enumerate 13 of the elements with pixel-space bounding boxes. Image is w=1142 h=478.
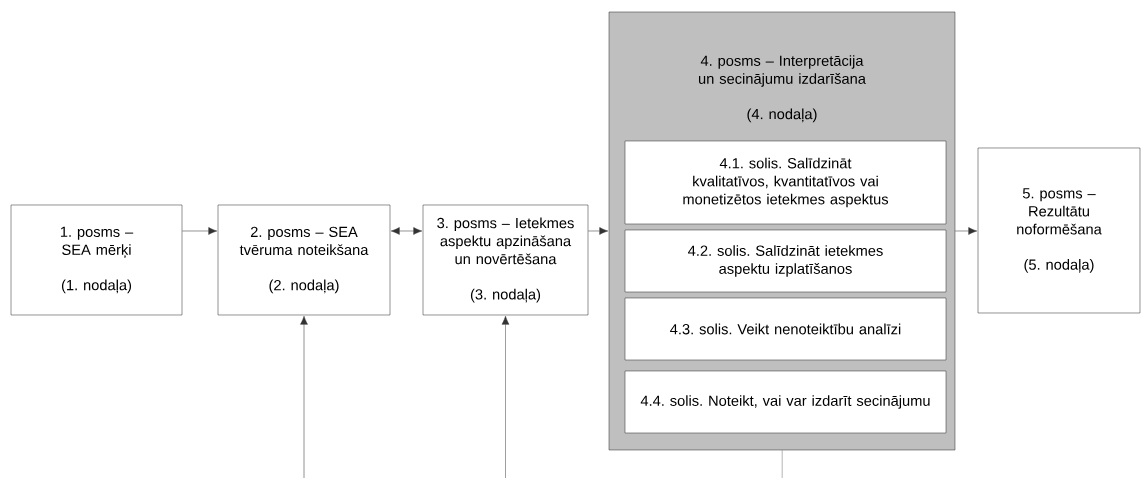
arrow — [955, 227, 978, 235]
arrow — [300, 315, 308, 478]
step-box: 4.3. solis. Veikt nenoteiktību analīzi — [624, 297, 947, 361]
step-box: 4.1. solis. Salīdzināt kvalitatīvos, kvantitatīvos vai monetizētos ietekmes aspektus — [624, 140, 947, 225]
step-box: 4.4. solis. Noteikt, vai var izdarīt secinājumu — [624, 370, 947, 434]
arrow — [391, 227, 423, 235]
stage-box: 1. posms – SEA mērķi (1. nodaļa) — [10, 204, 183, 316]
step-box: 4.2. solis. Salīdzināt ietekmes aspektu izplatīšanos — [624, 229, 947, 293]
stage-box: 5. posms – Rezultātu noformēšana (5. nodaļa) — [977, 147, 1141, 314]
arrow — [182, 227, 218, 235]
stage-box: 2. posms – SEA tvēruma noteikšana (2. nodaļa) — [217, 204, 391, 316]
arrow — [588, 227, 609, 235]
stage-box: 3. posms – Ietekmes aspektu apzināšana un novērtēšana (3. nodaļa) — [422, 204, 589, 316]
